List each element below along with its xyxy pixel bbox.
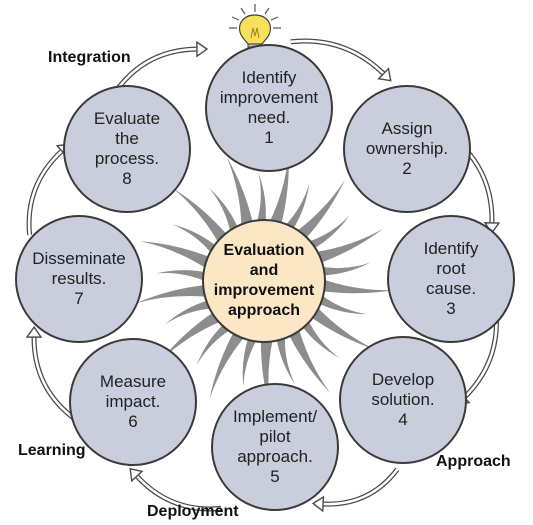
center-line-4: approach (227, 302, 300, 319)
step-1-number: 1 (264, 128, 274, 147)
sun-ray (156, 270, 207, 282)
step-5-line-1: Implement/ (232, 407, 318, 426)
center-hub: Evaluation and improvement approach (202, 219, 326, 343)
step-6-line-1: Measure (99, 372, 167, 391)
step-4-develop-solution: Develop solution. 4 (339, 336, 467, 464)
step-8-line-1: Evaluate (93, 109, 161, 128)
step-3-number: 3 (446, 299, 456, 318)
sun-ray (307, 215, 350, 250)
step-8-evaluate-the-process: Evaluate the process. 8 (63, 85, 191, 213)
step-3-line-2: root (436, 259, 466, 278)
sun-ray (317, 294, 367, 315)
sun-ray (321, 279, 394, 294)
sun-ray (260, 338, 273, 411)
sun-ray (242, 337, 258, 388)
sun-ray (172, 224, 218, 255)
curved-arrow-fill (32, 337, 75, 420)
sun-ray (314, 228, 384, 264)
arrow-head-icon (129, 467, 144, 483)
step-1-line-2: improvement (219, 88, 319, 107)
sun-ray (310, 306, 375, 350)
curved-arrow-fill (290, 39, 385, 75)
step-1-line-1: Identify (241, 68, 297, 87)
sun-ray (135, 284, 208, 304)
curved-arrow-fill (136, 475, 222, 511)
step-3-identify-root-cause: Identify root cause. 3 (387, 215, 515, 343)
center-line-2: and (249, 262, 279, 279)
step-8-line-2: the (115, 129, 139, 148)
sun-ray (160, 311, 222, 361)
step-7-disseminate-results: Disseminate results. 7 (15, 215, 143, 343)
step-2-assign-ownership: Assign ownership. 2 (343, 85, 471, 213)
cycle-arrows (25, 38, 501, 513)
step-8-number: 8 (122, 169, 132, 188)
step-3-line-1: Identify (423, 239, 479, 258)
sun-ray (226, 156, 254, 228)
step-7-line-2: results. (51, 269, 107, 288)
sun-ray (288, 327, 331, 393)
phase-label-approach: Approach (436, 453, 511, 470)
step-7-number: 7 (74, 289, 84, 308)
step-4-line-1: Develop (371, 370, 435, 389)
center-line-3: improvement (213, 282, 315, 299)
phase-label-deployment: Deployment (147, 503, 239, 520)
step-5-line-3: approach. (237, 447, 313, 466)
phase-label-integration: Integration (48, 49, 131, 66)
arrow-head-icon (196, 40, 209, 58)
step-6-measure-impact: Measure impact. 6 (69, 338, 197, 466)
sun-ray (301, 319, 340, 359)
curved-arrow-icon (31, 337, 76, 421)
curved-arrow-fill (27, 150, 63, 236)
sun-ray (269, 153, 289, 226)
step-5-implement-pilot-approach: Implement/ pilot approach. 5 (211, 383, 339, 511)
curved-arrow-fill (115, 47, 197, 91)
step-5-number: 5 (270, 467, 280, 486)
step-8-line-3: process. (94, 149, 160, 168)
sun-ray (320, 262, 371, 276)
step-1-line-3: need. (247, 108, 291, 127)
step-4-line-2: solution. (371, 390, 435, 409)
sun-ray (165, 300, 213, 325)
sun-ray (209, 188, 239, 234)
arrow-head-icon (377, 67, 392, 82)
step-4-number: 4 (398, 410, 408, 429)
step-5-line-2: pilot (259, 427, 291, 446)
sun-ray (256, 173, 266, 224)
arrow-head-icon (25, 325, 43, 338)
sun-rays (135, 153, 394, 411)
sun-ray (276, 335, 296, 385)
center-line-1: Evaluation (223, 242, 305, 259)
step-6-number: 6 (128, 412, 138, 431)
sun-ray (295, 179, 346, 240)
step-1-identify-improvement-need: Identify improvement need. 1 (205, 44, 333, 172)
step-2-number: 2 (402, 159, 412, 178)
sun-ray (140, 241, 211, 269)
sun-ray (196, 323, 232, 366)
step-6-line-2: impact. (105, 392, 161, 411)
sun-ray (172, 188, 228, 244)
step-7-line-1: Disseminate (32, 249, 126, 268)
step-2-line-1: Assign (381, 119, 433, 138)
step-3-line-3: cause. (425, 279, 477, 298)
curved-arrow-fill (323, 468, 399, 506)
step-2-line-2: ownership. (365, 139, 449, 158)
phase-label-learning: Learning (18, 442, 86, 459)
arrow-head-icon (311, 495, 325, 513)
